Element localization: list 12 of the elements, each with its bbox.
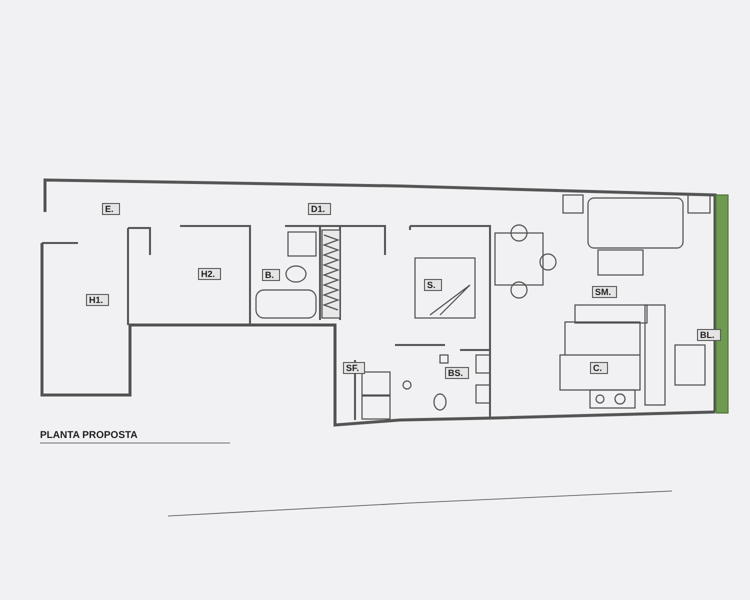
plan-title: PLANTA PROPOSTA	[40, 430, 138, 441]
room-label: E.	[102, 203, 120, 215]
room-label: SF.	[343, 362, 366, 374]
room-label: BL.	[697, 329, 720, 341]
room-label: C.	[590, 362, 608, 374]
room-label: H1.	[86, 294, 110, 306]
room-label: D1.	[308, 203, 332, 215]
room-label: H2.	[198, 268, 222, 280]
room-label: BS.	[445, 367, 470, 379]
room-label: SM.	[592, 286, 618, 298]
room-label: S.	[424, 279, 442, 291]
room-label: B.	[262, 269, 280, 281]
